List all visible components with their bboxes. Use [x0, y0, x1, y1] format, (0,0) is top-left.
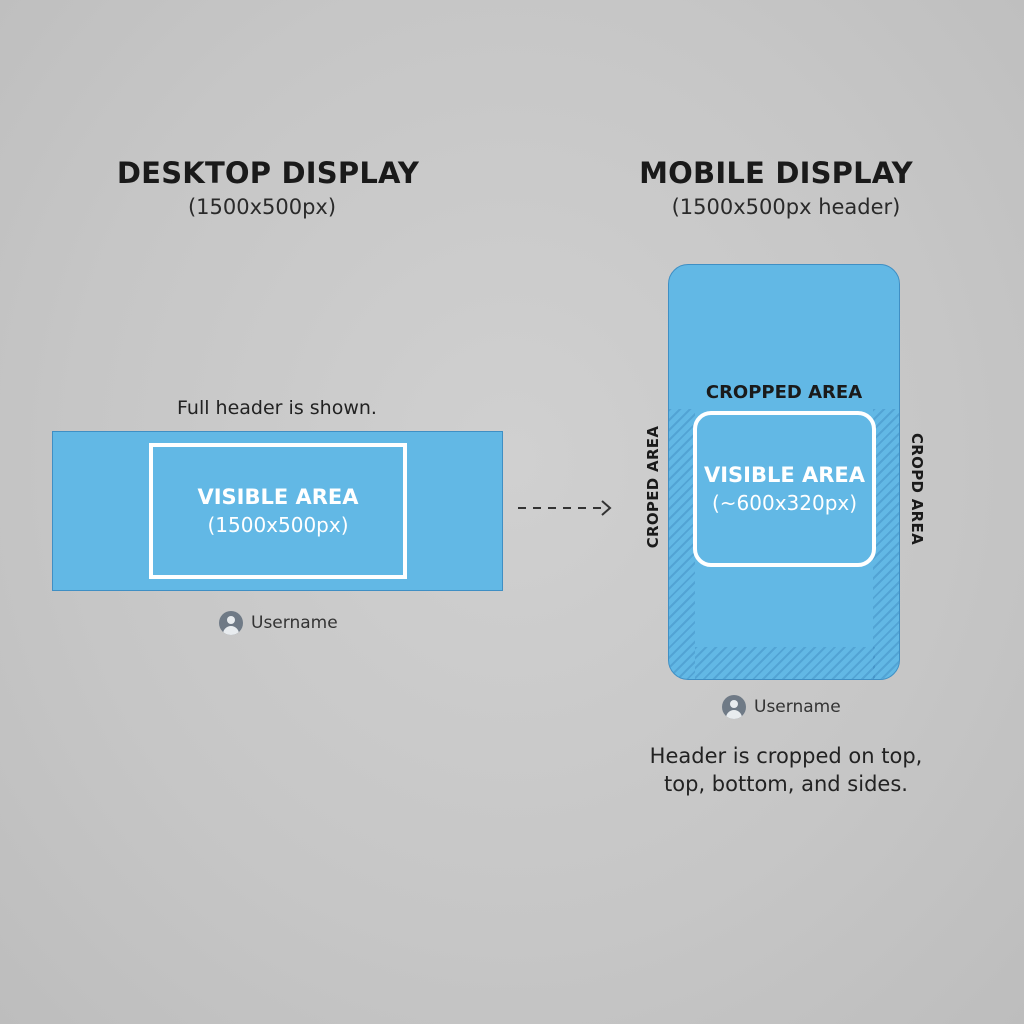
dashed-arrow-right-icon: [518, 500, 612, 516]
desktop-visible-area: VISIBLE AREA (1500x500px): [149, 443, 407, 579]
mobile-caption-line2: top, bottom, and sides.: [664, 772, 908, 796]
desktop-title: DESKTOP DISPLAY: [116, 156, 420, 190]
cropped-band-bottom: [695, 647, 875, 679]
desktop-user-row: Username: [219, 611, 338, 635]
desktop-username: Username: [251, 613, 338, 633]
mobile-cropped-top-label: CROPPED AREA: [705, 382, 863, 403]
mobile-caption-line1: Header is cropped on top,: [649, 744, 923, 768]
mobile-user-row: Username: [722, 695, 841, 719]
mobile-cropped-left-label: CROPED AREA: [644, 425, 662, 549]
mobile-cropped-right-label: CROPD AREA: [908, 433, 926, 545]
user-avatar-icon: [722, 695, 746, 719]
cropped-band-left: [669, 409, 695, 679]
mobile-visible-size: (~600x320px): [711, 491, 858, 515]
mobile-title: MOBILE DISPLAY: [639, 156, 913, 190]
desktop-caption: Full header is shown.: [177, 397, 377, 419]
mobile-username: Username: [754, 697, 841, 717]
desktop-subtitle: (1500x500px): [187, 195, 337, 219]
user-avatar-icon: [219, 611, 243, 635]
desktop-header-banner: VISIBLE AREA (1500x500px): [52, 431, 503, 591]
cropped-band-right: [873, 409, 899, 679]
mobile-visible-label: VISIBLE AREA: [703, 463, 866, 487]
mobile-subtitle: (1500x500px header): [671, 195, 901, 219]
desktop-visible-label: VISIBLE AREA: [197, 485, 359, 509]
mobile-visible-area: VISIBLE AREA (~600x320px): [693, 411, 876, 567]
desktop-visible-size: (1500x500px): [207, 513, 349, 537]
